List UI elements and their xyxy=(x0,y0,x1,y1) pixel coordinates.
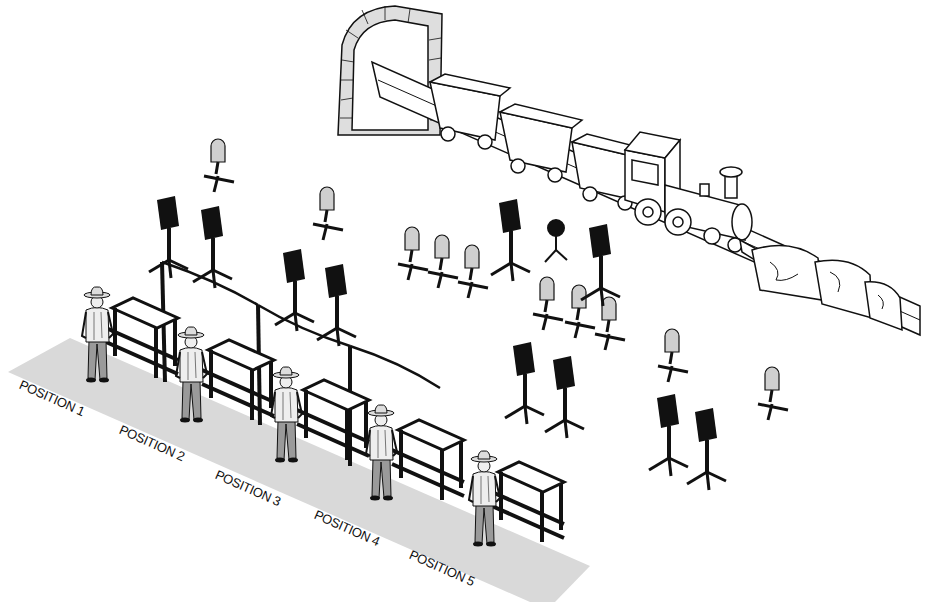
band-shape xyxy=(0,330,600,602)
band-outline xyxy=(8,338,590,602)
position-band: POSITION 1POSITION 2POSITION 3POSITION 4… xyxy=(0,330,600,602)
